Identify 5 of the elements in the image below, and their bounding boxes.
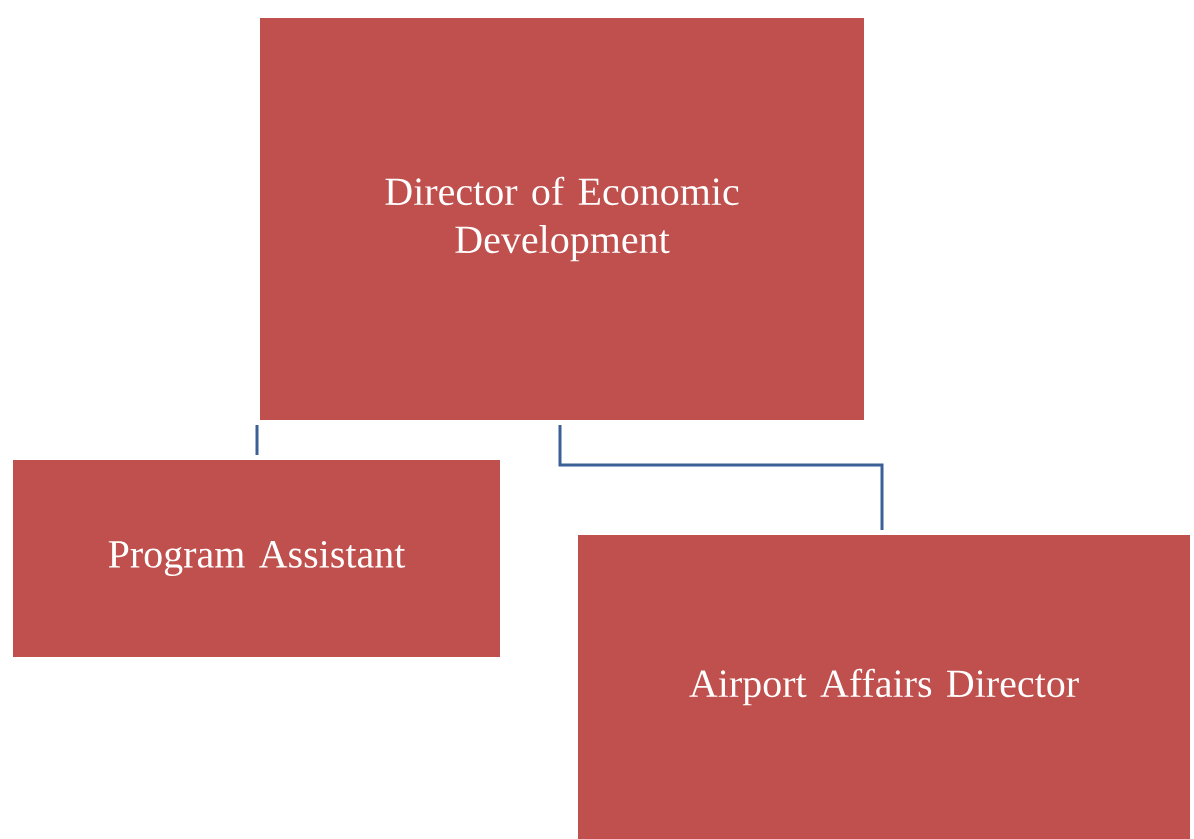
position-box: Director of Economic Development (257, 15, 867, 423)
position-box: Program Assistant (10, 457, 503, 660)
connector-line (558, 425, 884, 530)
position-box: Airport Affairs Director (575, 532, 1193, 839)
connector-line (255, 425, 259, 455)
